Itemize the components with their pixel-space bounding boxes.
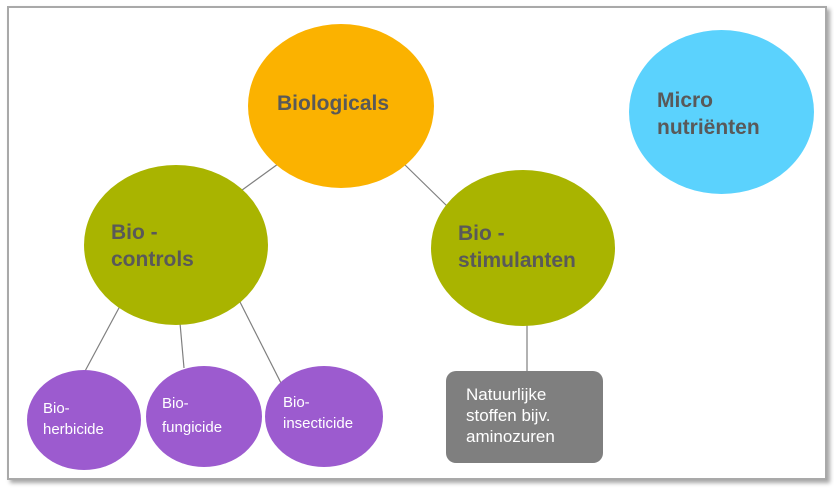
edge-biologicals-biocontrols (237, 163, 279, 194)
node-micro-nutrienten: Micro nutriënten (629, 30, 814, 194)
node-bioinsecticide-label: Bio- insecticide (283, 394, 354, 432)
node-biofungicide: Bio- fungicide (146, 366, 262, 467)
node-biofungicide-label: Bio- fungicide (162, 395, 223, 436)
node-bioinsecticide: Bio- insecticide (265, 366, 383, 467)
edge-biocontrols-bioinsecticide (239, 301, 284, 388)
edge-biocontrols-bioherbicide (83, 305, 121, 374)
node-biocontrols-label: Bio - controls (111, 221, 194, 271)
edge-biocontrols-biofungicide (179, 322, 185, 369)
node-natuurlijke-stoffen: Natuurlijke stoffen bijv. aminozuren (446, 371, 603, 463)
edge-biologicals-biostimulanten (403, 163, 448, 207)
node-biostimulanten: Bio - stimulanten (431, 170, 615, 326)
node-bioherbicide-label: Bio- herbicide (43, 400, 104, 438)
node-micro-nutrienten-label: Micro nutriënten (657, 89, 760, 139)
node-biologicals: Biologicals (248, 24, 434, 188)
node-biologicals-label: Biologicals (277, 92, 390, 115)
node-bioherbicide: Bio- herbicide (27, 370, 141, 470)
node-biostimulanten-label: Bio - stimulanten (458, 222, 576, 272)
node-biocontrols: Bio - controls (84, 165, 268, 325)
node-natuurlijke-stoffen-label: Natuurlijke stoffen bijv. aminozuren (466, 385, 555, 446)
